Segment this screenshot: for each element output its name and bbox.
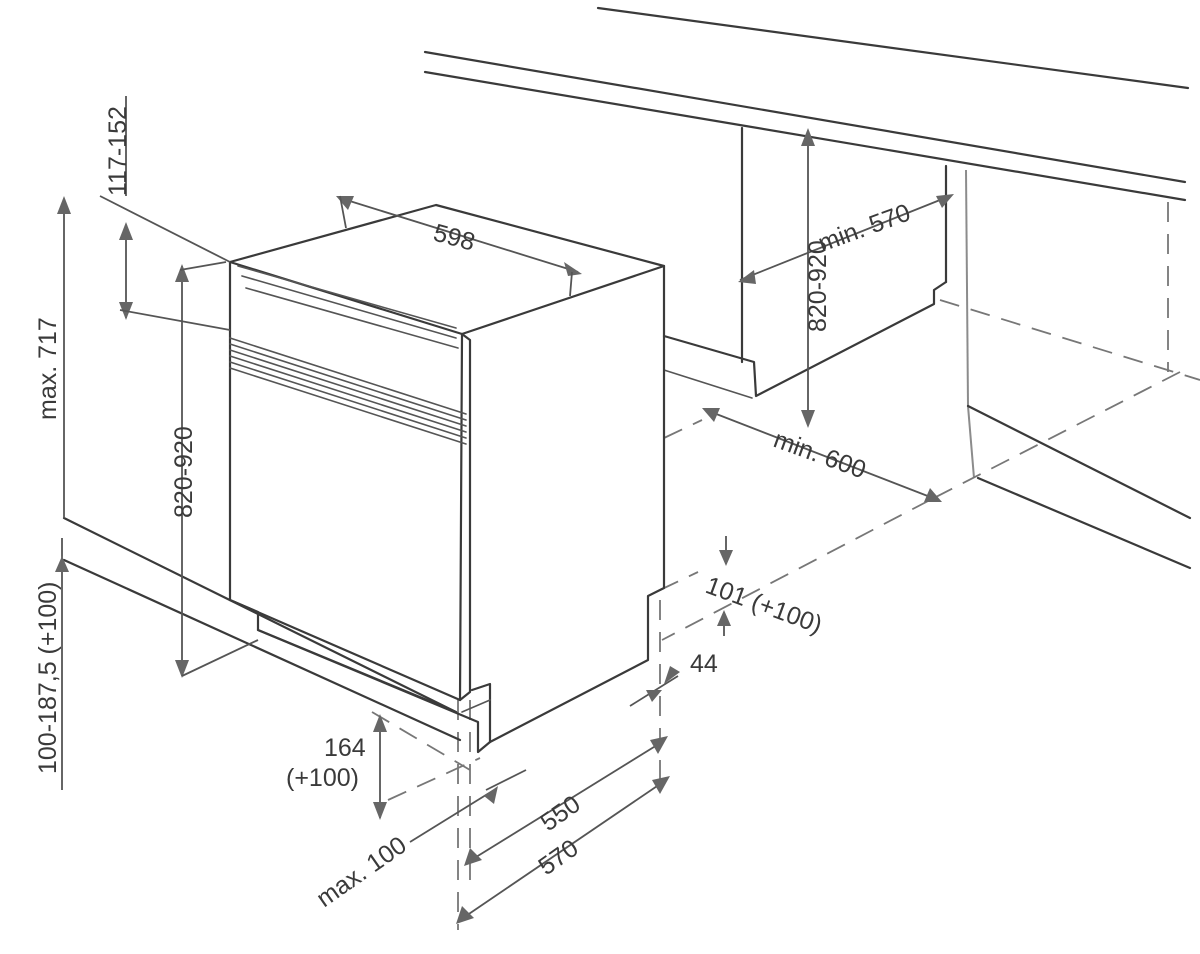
label-164: 164 (324, 734, 366, 762)
label-550: 550 (535, 790, 585, 837)
label-117-152: 117-152 (104, 106, 132, 196)
dishwasher-body (62, 203, 666, 754)
label-44: 44 (690, 650, 718, 678)
label-820-920-left: 820-920 (170, 426, 198, 518)
label-598: 598 (430, 219, 478, 257)
label-max-100: max. 100 (311, 831, 411, 913)
niche-dashed-lines (371, 202, 1200, 930)
dimension-labels: 598 820-920 117-152 max. 717 100-187,5 (… (34, 106, 914, 913)
label-100-187: 100-187,5 (+100) (34, 581, 62, 774)
label-164-plus-100: (+100) (286, 764, 359, 792)
label-min-600: min. 600 (770, 425, 870, 484)
label-max-717: max. 717 (34, 317, 62, 420)
label-min-570: min. 570 (814, 199, 914, 258)
label-101-plus-100: 101 (+100) (702, 571, 826, 639)
vent-grille (229, 337, 467, 445)
dimension-lines (55, 96, 954, 924)
label-820-920-niche: 820-920 (804, 240, 832, 332)
